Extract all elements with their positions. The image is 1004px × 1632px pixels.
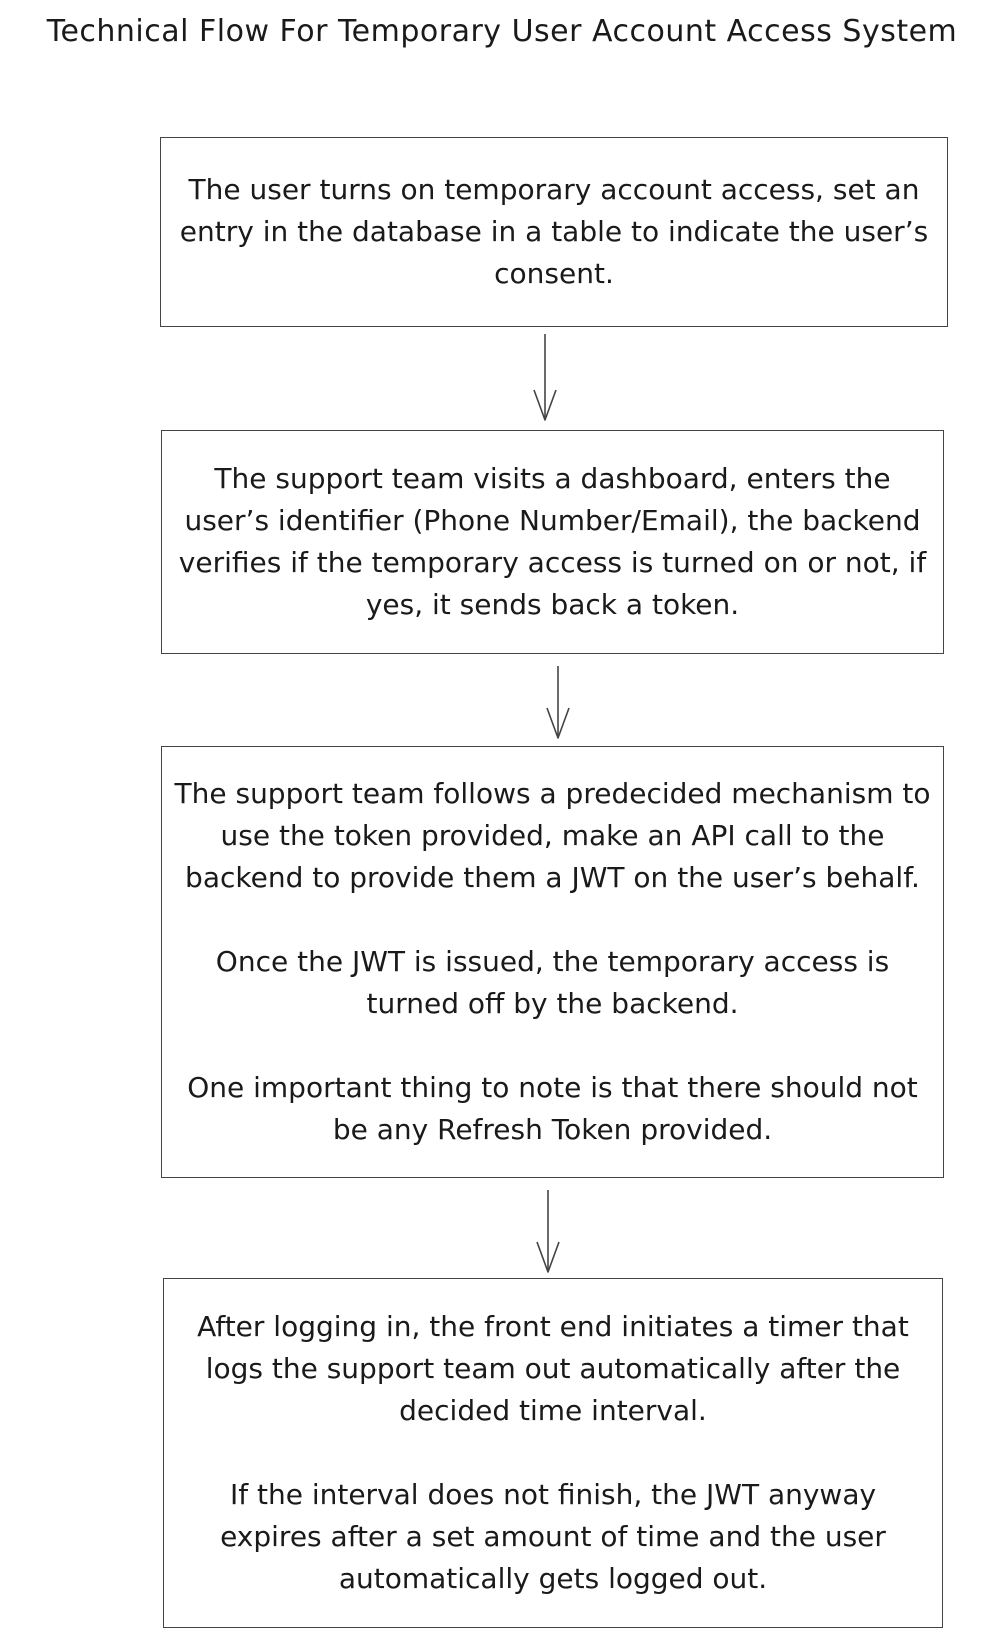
step-4-paragraph-1: After logging in, the front end initiate… <box>197 1310 909 1427</box>
arrow-2-head <box>546 707 570 739</box>
flow-step-3: The support team follows a predecided me… <box>161 746 944 1178</box>
step-1-text: The user turns on temporary account acce… <box>173 169 935 295</box>
arrow-step-2-to-3 <box>546 666 570 739</box>
step-4-text: After logging in, the front end initiate… <box>176 1306 930 1600</box>
step-3-paragraph-1: The support team follows a predecided me… <box>174 777 931 894</box>
arrow-3-head <box>536 1241 560 1273</box>
arrow-step-3-to-4 <box>536 1190 560 1273</box>
step-3-paragraph-2: Once the JWT is issued, the temporary ac… <box>215 945 890 1020</box>
flow-step-2: The support team visits a dashboard, ent… <box>161 430 944 654</box>
arrow-step-1-to-2 <box>533 334 557 421</box>
step-1-paragraph-1: The user turns on temporary account acce… <box>179 173 929 290</box>
step-2-paragraph-1: The support team visits a dashboard, ent… <box>178 462 927 621</box>
step-4-paragraph-2: If the interval does not finish, the JWT… <box>220 1478 886 1595</box>
step-2-text: The support team visits a dashboard, ent… <box>174 458 931 626</box>
flow-step-4: After logging in, the front end initiate… <box>163 1278 943 1628</box>
arrow-1-head <box>533 389 557 421</box>
flow-step-1: The user turns on temporary account acce… <box>160 137 948 327</box>
step-3-paragraph-3: One important thing to note is that ther… <box>187 1071 918 1146</box>
diagram-title: Technical Flow For Temporary User Accoun… <box>46 14 958 49</box>
step-3-text: The support team follows a predecided me… <box>174 773 931 1151</box>
